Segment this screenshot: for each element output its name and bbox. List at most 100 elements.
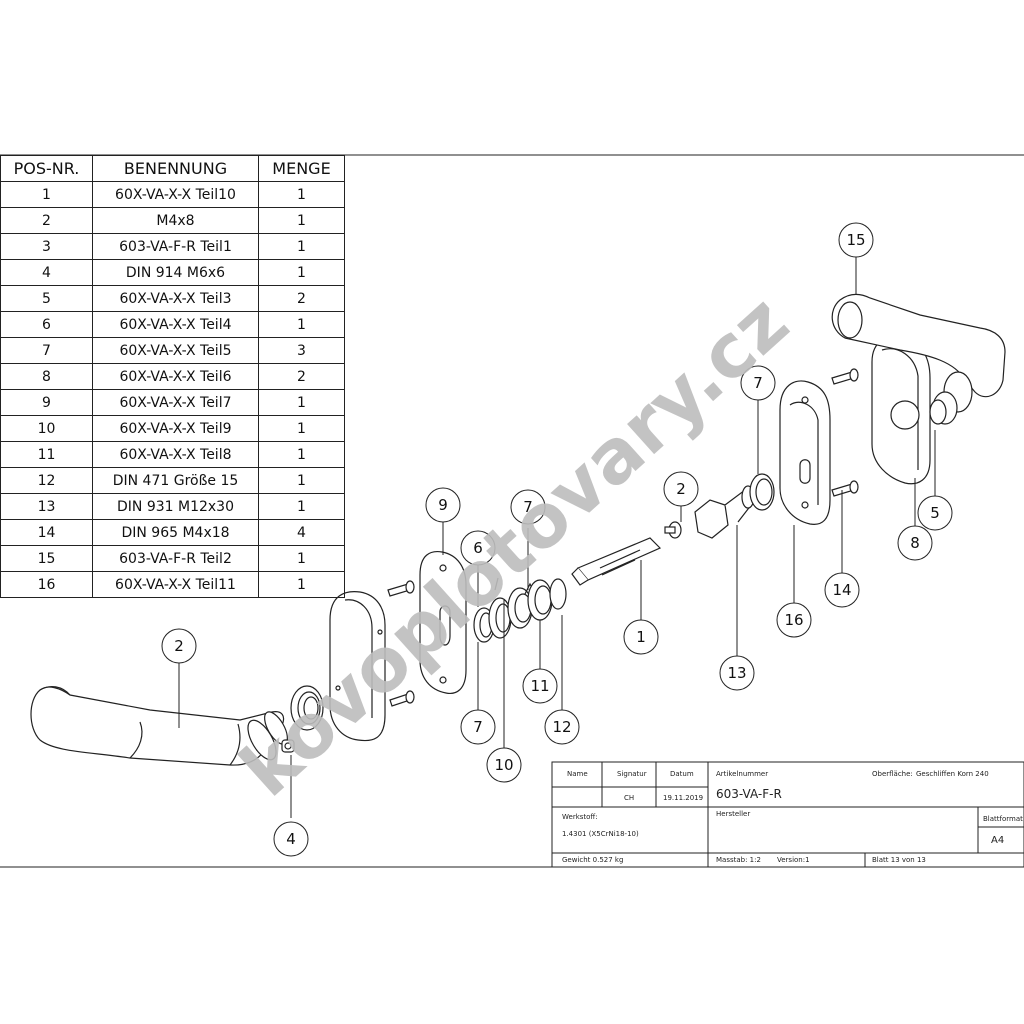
bom-cell-pos: 1 xyxy=(0,181,93,208)
callouts xyxy=(161,222,953,857)
bom-cell-name: 60X-VA-X-X Teil8 xyxy=(92,441,259,468)
tb-artikelnummer: 603-VA-F-R xyxy=(716,787,782,801)
tb-hersteller-label: Hersteller xyxy=(716,810,751,818)
callout-11: 11 xyxy=(530,677,549,695)
bom-cell-pos: 9 xyxy=(0,389,93,416)
callout-12: 12 xyxy=(552,718,571,736)
bom-cell-qty: 1 xyxy=(258,415,345,442)
callout-14: 14 xyxy=(832,581,851,599)
rosette-base-plate-right xyxy=(779,380,831,525)
tb-signatur: CH xyxy=(624,794,635,802)
bom-cell-qty: 1 xyxy=(258,311,345,338)
tb-datum-label: Datum xyxy=(670,770,694,778)
bom-cell-qty: 1 xyxy=(258,181,345,208)
lever-handle-left xyxy=(30,685,288,766)
bom-cell-qty: 1 xyxy=(258,259,345,286)
bom-cell-qty: 1 xyxy=(258,207,345,234)
callout-numbers: 2 4 9 6 7 10 7 11 12 1 2 13 7 16 14 15 5… xyxy=(174,231,940,848)
tb-name-label: Name xyxy=(567,770,588,778)
bom-cell-name: 603-VA-F-R Teil2 xyxy=(92,545,259,572)
bom-cell-name: 60X-VA-X-X Teil11 xyxy=(92,571,259,598)
callout-15: 15 xyxy=(846,231,865,249)
bom-cell-pos: 4 xyxy=(0,259,93,286)
bom-header-name: BENENNUNG xyxy=(92,155,259,182)
lever-handle-right xyxy=(831,293,1006,425)
bom-cell-name: 60X-VA-X-X Teil7 xyxy=(92,389,259,416)
bom-cell-qty: 3 xyxy=(258,337,345,364)
callout-2: 2 xyxy=(676,480,686,498)
bom-cell-pos: 8 xyxy=(0,363,93,390)
callout-1: 1 xyxy=(636,628,646,646)
bom-cell-name: 60X-VA-X-X Teil6 xyxy=(92,363,259,390)
bom-header-row: POS-NR. BENENNUNG MENGE xyxy=(0,155,345,182)
bom-header-qty: MENGE xyxy=(258,155,345,182)
bom-cell-pos: 16 xyxy=(0,571,93,598)
bom-cell-pos: 13 xyxy=(0,493,93,520)
bom-cell-qty: 2 xyxy=(258,363,345,390)
bom-cell-pos: 2 xyxy=(0,207,93,234)
tb-datum: 19.11.2019 xyxy=(663,794,704,802)
callout-10: 10 xyxy=(494,756,513,774)
spacer-ring-left xyxy=(290,685,324,731)
callout-9: 9 xyxy=(438,496,448,514)
hex-bolt xyxy=(694,485,756,539)
tb-werkstoff-label: Werkstoff: xyxy=(562,813,598,821)
bom-cell-name: DIN 471 Größe 15 xyxy=(92,467,259,494)
tb-signatur-label: Signatur xyxy=(617,770,647,778)
screw-set-left xyxy=(387,580,415,707)
tb-oberflaeche-label: Oberfläche: xyxy=(872,770,913,778)
callout-7b: 7 xyxy=(523,498,533,516)
bom-cell-qty: 1 xyxy=(258,467,345,494)
callout-8: 8 xyxy=(910,534,920,552)
exploded-assembly xyxy=(30,293,1006,766)
bom-cell-qty: 2 xyxy=(258,285,345,312)
callout-3: 2 xyxy=(174,637,184,655)
callout-6: 6 xyxy=(473,539,483,557)
tb-oberflaeche: Geschliffen Korn 240 xyxy=(916,770,989,778)
rosette-cover-left xyxy=(329,591,386,742)
bom-cell-name: 60X-VA-X-X Teil9 xyxy=(92,415,259,442)
tb-werkstoff: 1.4301 (X5CrNi18-10) xyxy=(562,830,639,838)
bom-cell-qty: 1 xyxy=(258,441,345,468)
bom-cell-pos: 14 xyxy=(0,519,93,546)
tb-massstab: Masstab: 1:2 xyxy=(716,856,761,864)
bom-cell-name: DIN 965 M4x18 xyxy=(92,519,259,546)
bom-cell-qty: 1 xyxy=(258,389,345,416)
bom-cell-name: DIN 931 M12x30 xyxy=(92,493,259,520)
bom-cell-pos: 5 xyxy=(0,285,93,312)
bom-cell-qty: 4 xyxy=(258,519,345,546)
rosette-cover-right xyxy=(871,336,931,485)
bom-cell-name: 60X-VA-X-X Teil5 xyxy=(92,337,259,364)
ring-right xyxy=(749,473,775,511)
square-spindle xyxy=(571,537,662,586)
tb-blattformat: A4 xyxy=(991,835,1005,846)
screw-set-right xyxy=(831,368,859,497)
bom-cell-name: 60X-VA-X-X Teil10 xyxy=(92,181,259,208)
callout-7a: 7 xyxy=(473,718,483,736)
bom-cell-name: 60X-VA-X-X Teil4 xyxy=(92,311,259,338)
tb-blatt: Blatt 13 von 13 xyxy=(872,856,926,864)
callout-4: 4 xyxy=(286,830,296,848)
bom-cell-name: 603-VA-F-R Teil1 xyxy=(92,233,259,260)
ring-stack xyxy=(473,577,567,643)
bom-cell-pos: 12 xyxy=(0,467,93,494)
callout-13: 13 xyxy=(727,664,746,682)
bom-cell-pos: 15 xyxy=(0,545,93,572)
tb-artikelnummer-label: Artikelnummer xyxy=(716,770,769,778)
bom-cell-qty: 1 xyxy=(258,233,345,260)
